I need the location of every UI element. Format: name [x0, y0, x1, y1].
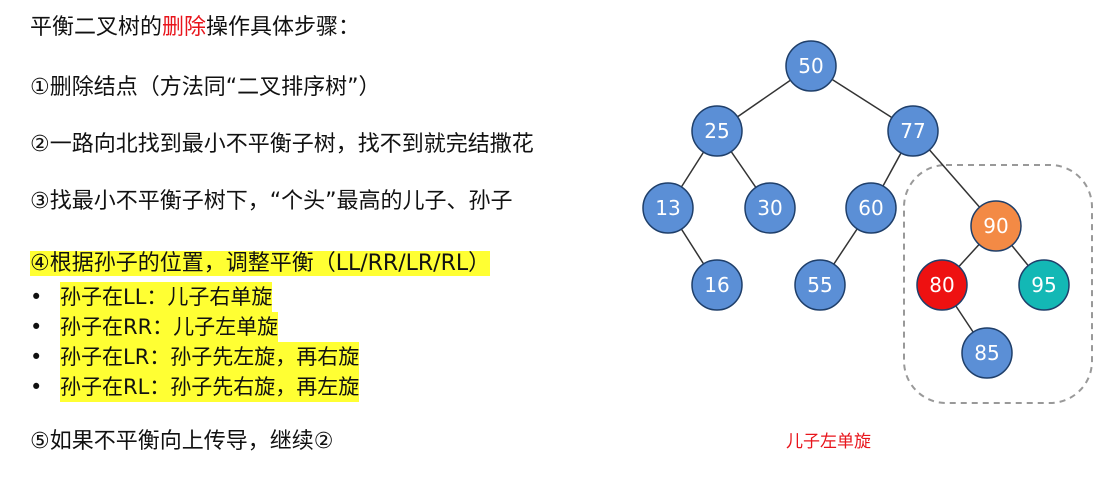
- bullet-dot: •: [30, 345, 43, 369]
- tree-node-16: 16: [691, 259, 743, 311]
- tree-node-label: 85: [974, 341, 999, 365]
- tree-node-circle: [887, 105, 939, 157]
- bullet-dot: •: [30, 315, 43, 339]
- tree-node-label: 80: [929, 273, 954, 297]
- tree-node-circle: [691, 259, 743, 311]
- tree-node-label: 60: [858, 196, 883, 220]
- tree-node-25: 25: [691, 105, 743, 157]
- tree-node-circle: [794, 259, 846, 311]
- rule-text: 孙子在LR：孙子先左旋，再右旋: [60, 342, 360, 372]
- tree-node-circle: [744, 182, 796, 234]
- tree-node-90: 90: [970, 200, 1022, 252]
- step-4: ④根据孙子的位置，调整平衡（LL/RR/LR/RL）: [30, 250, 491, 278]
- tree-node-label: 55: [807, 273, 832, 297]
- tree-node-label: 13: [655, 196, 680, 220]
- step-4-text: ④根据孙子的位置，调整平衡（LL/RR/LR/RL）: [30, 251, 491, 276]
- tree-node-30: 30: [744, 182, 796, 234]
- tree-node-circle: [1018, 259, 1070, 311]
- rule-lr: • 孙子在LR：孙子先左旋，再右旋: [30, 342, 360, 372]
- title-suffix: 操作具体步骤：: [206, 15, 361, 40]
- tree-node-80: 80: [916, 259, 968, 311]
- bullet-dot: •: [30, 285, 43, 309]
- tree-node-95: 95: [1018, 259, 1070, 311]
- tree-node-label: 50: [798, 54, 823, 78]
- tree-node-circle: [785, 40, 837, 92]
- step-1: ①删除结点（方法同“二叉排序树”）: [30, 75, 381, 100]
- tree-node-label: 16: [704, 273, 729, 297]
- tree-node-50: 50: [785, 40, 837, 92]
- title-prefix: 平衡二叉树的: [30, 15, 163, 40]
- tree-node-circle: [916, 259, 968, 311]
- rotation-caption: 儿子左单旋: [786, 432, 871, 452]
- tree-node-label: 25: [704, 119, 729, 143]
- bullet-dot: •: [30, 375, 43, 399]
- tree-nodes: 50 25 77 13 30 60 90 16 55 80 95 85: [642, 40, 1070, 379]
- step-3: ③找最小不平衡子树下，“个头”最高的儿子、孙子: [30, 189, 513, 214]
- rule-text: 孙子在RR：儿子左单旋: [60, 312, 279, 342]
- tree-node-60: 60: [845, 182, 897, 234]
- rule-text: 孙子在LL：儿子右单旋: [60, 282, 273, 312]
- tree-node-circle: [970, 200, 1022, 252]
- rule-ll: • 孙子在LL：儿子右单旋: [30, 282, 359, 312]
- tree-node-label: 77: [900, 119, 925, 143]
- rule-text: 孙子在RL：孙子先右旋，再左旋: [60, 372, 360, 402]
- tree-node-label: 90: [983, 214, 1008, 238]
- rule-rl: • 孙子在RL：孙子先右旋，再左旋: [30, 372, 360, 402]
- rotation-rules-list: • 孙子在LL：儿子右单旋 • 孙子在RR：儿子左单旋 • 孙子在LR：孙子先左…: [30, 282, 360, 402]
- tree-node-label: 30: [757, 196, 782, 220]
- tree-node-13: 13: [642, 182, 694, 234]
- tree-node-circle: [961, 327, 1013, 379]
- title-highlight-delete: 删除: [162, 15, 207, 40]
- title: 平衡二叉树的删除操作具体步骤：: [30, 14, 360, 42]
- tree-node-circle: [691, 105, 743, 157]
- tree-node-label: 95: [1031, 273, 1056, 297]
- subtree-dashed-box: [903, 164, 1093, 404]
- tree-node-77: 77: [887, 105, 939, 157]
- step-5: ⑤如果不平衡向上传导，继续②: [30, 429, 334, 454]
- step-2: ②一路向北找到最小不平衡子树，找不到就完结撒花: [30, 132, 534, 157]
- tree-node-85: 85: [961, 327, 1013, 379]
- rule-rr: • 孙子在RR：儿子左单旋: [30, 312, 359, 342]
- tree-node-circle: [845, 182, 897, 234]
- tree-node-circle: [642, 182, 694, 234]
- tree-node-55: 55: [794, 259, 846, 311]
